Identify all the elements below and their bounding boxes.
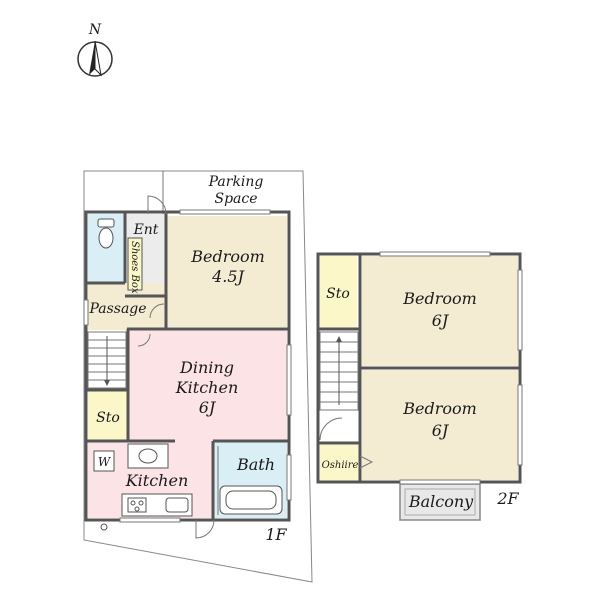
washer-label: W xyxy=(98,455,112,469)
stairs-2f xyxy=(319,331,359,411)
passage-area xyxy=(88,283,167,330)
window-2f-north xyxy=(379,251,491,257)
entrance-door-swing xyxy=(147,195,167,215)
storage-1f xyxy=(88,391,129,441)
window-bedroom-north xyxy=(179,209,271,215)
lot-boundary xyxy=(83,170,313,583)
floor2-fixtures xyxy=(319,331,374,469)
compass-label: N xyxy=(88,22,102,38)
entrance-label: Ent xyxy=(133,222,159,238)
storage-2f xyxy=(320,256,357,328)
floor-2f-label: 2F xyxy=(496,489,519,508)
oshiire-label: Oshiire xyxy=(322,460,359,471)
floor2-windows xyxy=(379,251,523,485)
window-passage-west xyxy=(83,299,89,326)
shoes-box-cabinet xyxy=(127,237,143,291)
stairs-2f-door-swing xyxy=(319,417,343,441)
oshiire-2f xyxy=(320,445,360,481)
south-door-swing xyxy=(195,519,215,539)
floor-1f-label: 1F xyxy=(265,525,287,544)
window-bath-east xyxy=(286,454,292,501)
oshiire-door xyxy=(359,455,374,469)
bedroom-2f-south xyxy=(362,370,518,480)
bedroom-4-5j xyxy=(167,216,287,327)
sink-basin xyxy=(138,448,158,464)
passage-label: Passage xyxy=(88,301,146,317)
compass-needle-light xyxy=(94,40,102,77)
window-dk-east xyxy=(286,344,292,416)
window-2f-east-upper xyxy=(517,269,523,351)
floor2-rooms xyxy=(320,256,518,520)
dk-door-swing xyxy=(137,333,151,347)
bedroom-2f-north xyxy=(362,256,518,366)
drain-marker xyxy=(100,523,108,531)
dining-kitchen-room xyxy=(129,329,287,441)
stove xyxy=(127,497,147,513)
compass-needle-dark xyxy=(89,41,95,75)
stairs-1f xyxy=(87,331,127,389)
kitchen-sink xyxy=(165,497,189,513)
storage-1f-label: Sto xyxy=(96,410,120,426)
compass: N xyxy=(77,22,113,77)
balcony-inner xyxy=(404,488,476,516)
floor1-fixtures: Shoes Box W xyxy=(87,195,283,539)
washer-box xyxy=(93,450,115,472)
kitchen-label: Kitchen xyxy=(125,471,189,490)
window-2f-balcony xyxy=(399,479,481,485)
shoes-box-label: Shoes Box xyxy=(129,241,140,294)
window-kitchen-south xyxy=(119,517,181,523)
passage-door-swing xyxy=(149,303,165,319)
storage-2f-label: Sto xyxy=(326,286,350,302)
balcony xyxy=(400,484,480,520)
balcony-label: Balcony xyxy=(408,492,474,511)
toilet-bowl xyxy=(98,227,114,249)
floor1-windows xyxy=(83,209,292,523)
toilet-tank xyxy=(97,218,115,228)
bath-label: Bath xyxy=(236,455,275,474)
window-2f-east-lower xyxy=(517,384,523,466)
